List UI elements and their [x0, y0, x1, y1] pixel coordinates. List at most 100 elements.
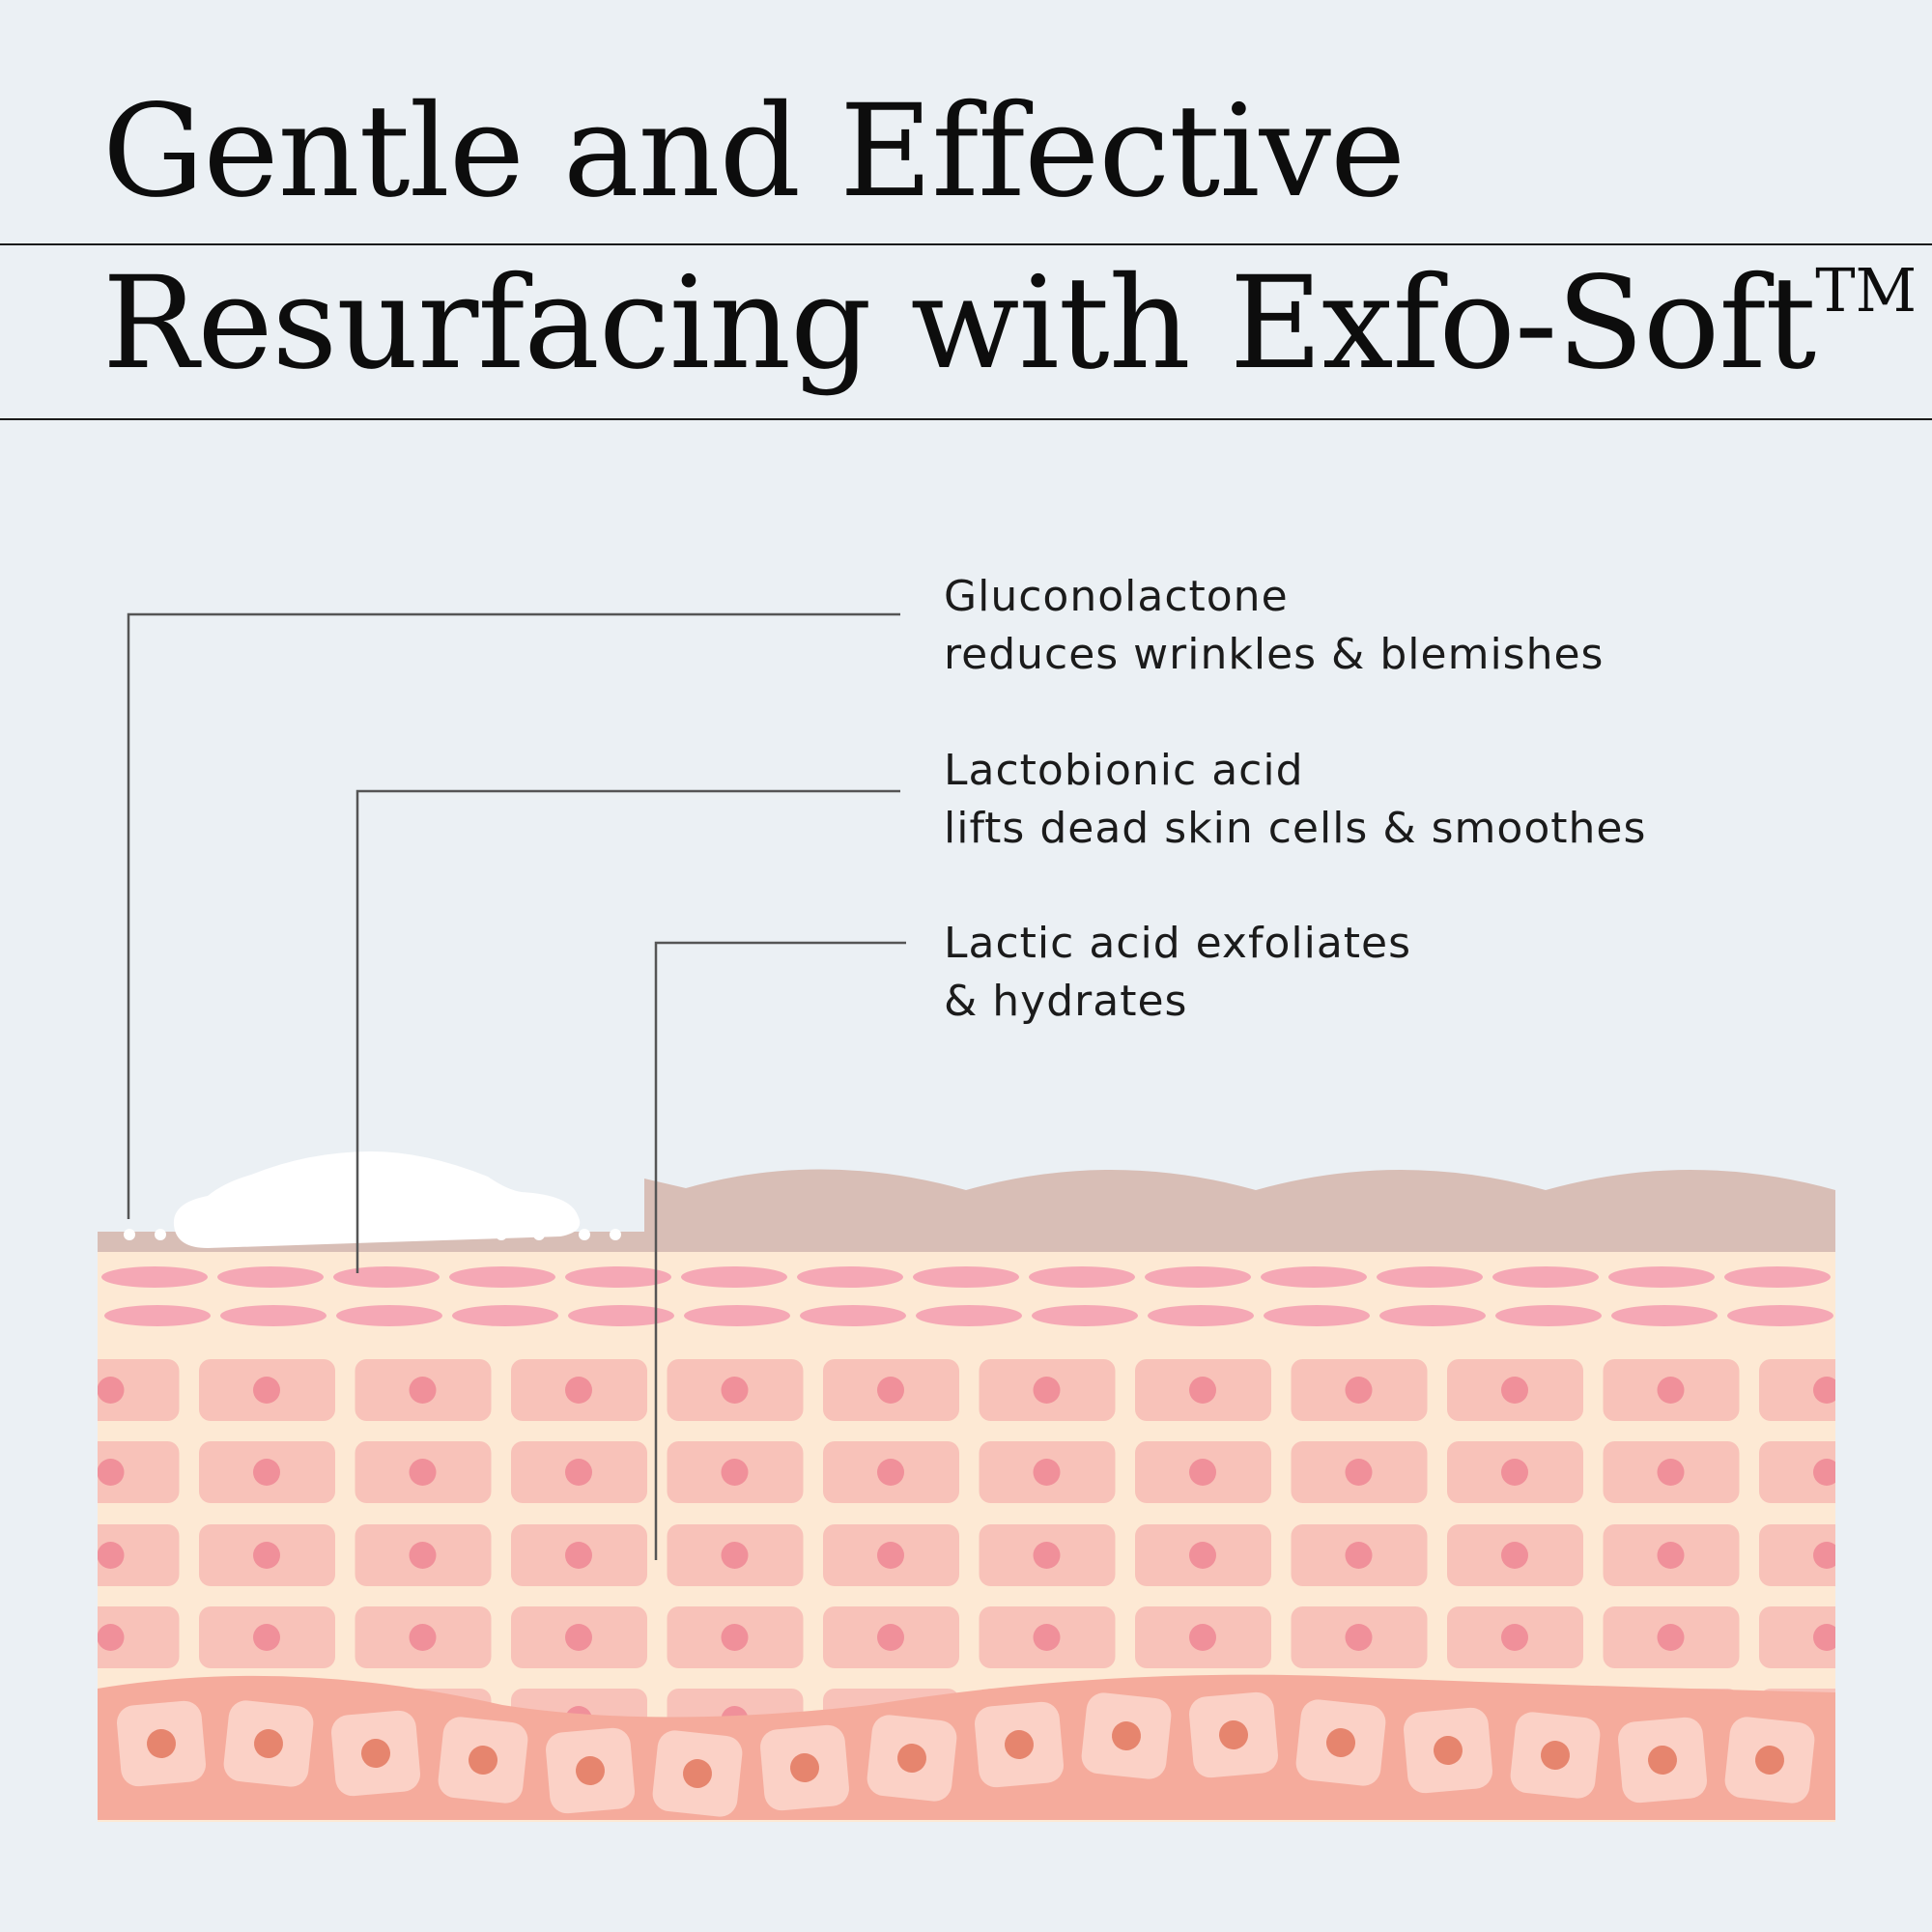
lens-cell [1608, 1266, 1715, 1288]
basal-cell [438, 1717, 528, 1804]
lens-cell [449, 1266, 555, 1288]
basal-cell-nucleus [683, 1759, 712, 1788]
cell-nucleus [721, 1377, 749, 1404]
skin-cell [1759, 1441, 1835, 1503]
droplet [496, 1229, 507, 1240]
cream-product [173, 1151, 581, 1248]
upper-cell-layer [101, 1266, 1932, 1326]
basal-cell-nucleus [1326, 1728, 1355, 1757]
skin-cell [1759, 1359, 1835, 1421]
surface-layer [98, 1169, 1835, 1252]
cell-nucleus [409, 1377, 437, 1404]
lens-cell [1495, 1305, 1602, 1326]
basal-layer [98, 1674, 1835, 1820]
title-line-2: Resurfacing with Exfo-SoftTM [102, 249, 1917, 398]
cell-nucleus [98, 1459, 125, 1486]
title-divider-bottom [0, 418, 1932, 420]
cell-nucleus [1033, 1542, 1061, 1569]
basal-cell [1404, 1707, 1492, 1794]
droplet [155, 1229, 166, 1240]
lens-cell [1492, 1266, 1599, 1288]
lens-cell [220, 1305, 327, 1326]
lens-cell [800, 1305, 906, 1326]
lens-cell [916, 1305, 1022, 1326]
lens-cell [1724, 1266, 1831, 1288]
cell-nucleus [253, 1377, 280, 1404]
lens-cell [565, 1266, 671, 1288]
basal-cell-nucleus [1434, 1736, 1463, 1765]
lens-cell [913, 1266, 1019, 1288]
cell-nucleus [1345, 1624, 1373, 1651]
skin-cell [1759, 1606, 1835, 1668]
callout-gluconolactone: Gluconolactone reduces wrinkles & blemis… [944, 568, 1604, 684]
droplet [610, 1229, 621, 1240]
cell-nucleus [1657, 1377, 1685, 1404]
cell-nucleus [1501, 1459, 1528, 1486]
basal-cell [1724, 1717, 1815, 1804]
lens-cell [217, 1266, 324, 1288]
cell-nucleus [1657, 1624, 1685, 1651]
cell-nucleus [1345, 1459, 1373, 1486]
lens-cell [101, 1266, 208, 1288]
cell-nucleus [98, 1624, 125, 1651]
lens-cell [1840, 1266, 1932, 1288]
droplet [235, 1229, 246, 1240]
cell-nucleus [1813, 1377, 1835, 1404]
cell-nucleus [253, 1542, 280, 1569]
cell-nucleus [877, 1542, 904, 1569]
lens-cell [104, 1305, 211, 1326]
basal-cell-nucleus [469, 1746, 497, 1775]
title-text-2: Resurfacing with Exfo-Soft [102, 249, 1816, 398]
basal-cell-nucleus [1219, 1720, 1248, 1749]
basal-cell [652, 1730, 743, 1817]
cell-nucleus [1033, 1624, 1061, 1651]
lens-cell [336, 1305, 442, 1326]
skin-cell [98, 1359, 180, 1421]
skin-cell [1916, 1359, 1932, 1421]
basal-cell [867, 1715, 957, 1802]
basal-cell [1618, 1717, 1707, 1804]
droplet [579, 1229, 590, 1240]
lens-cell [681, 1266, 787, 1288]
skin-cell [1916, 1606, 1932, 1668]
lens-cell [1032, 1305, 1138, 1326]
cell-nucleus [98, 1542, 125, 1569]
basal-cell [546, 1727, 635, 1814]
lens-cell [1029, 1266, 1135, 1288]
cell-nucleus [98, 1377, 125, 1404]
lens-cell [1379, 1305, 1486, 1326]
basal-cell [117, 1700, 206, 1787]
leader-line-lactobionic [355, 789, 900, 1273]
lens-cell [568, 1305, 674, 1326]
skin-cell [1916, 1441, 1932, 1503]
basal-cell-nucleus [1648, 1746, 1677, 1775]
cell-nucleus [565, 1377, 592, 1404]
basal-cell-layer [117, 1691, 1815, 1817]
cell-nucleus [1189, 1377, 1216, 1404]
cell-nucleus [409, 1624, 437, 1651]
cell-nucleus [1345, 1542, 1373, 1569]
skin-cell [98, 1606, 180, 1668]
cell-nucleus [877, 1377, 904, 1404]
cell-nucleus [721, 1624, 749, 1651]
basal-cell-nucleus [1112, 1721, 1141, 1750]
cell-nucleus [1813, 1624, 1835, 1651]
cell-nucleus [1501, 1542, 1528, 1569]
cell-nucleus [409, 1459, 437, 1486]
basal-cell-nucleus [1541, 1741, 1570, 1770]
title-line-1: Gentle and Effective [102, 77, 1406, 226]
lens-cell [1148, 1305, 1254, 1326]
skin-cell [1916, 1689, 1932, 1750]
lens-cell [1843, 1305, 1932, 1326]
skin-cell [1759, 1524, 1835, 1586]
cell-nucleus [1189, 1542, 1216, 1569]
callout-gluconolactone-desc: reduces wrinkles & blemishes [944, 630, 1605, 679]
lens-cell [684, 1305, 790, 1326]
callout-lactic: Lactic acid exfoliates & hydrates [944, 915, 1411, 1031]
lens-cell [797, 1266, 903, 1288]
basal-cell-nucleus [576, 1756, 605, 1785]
cell-nucleus [409, 1542, 437, 1569]
cell-nucleus [253, 1624, 280, 1651]
cell-nucleus [1189, 1624, 1216, 1651]
